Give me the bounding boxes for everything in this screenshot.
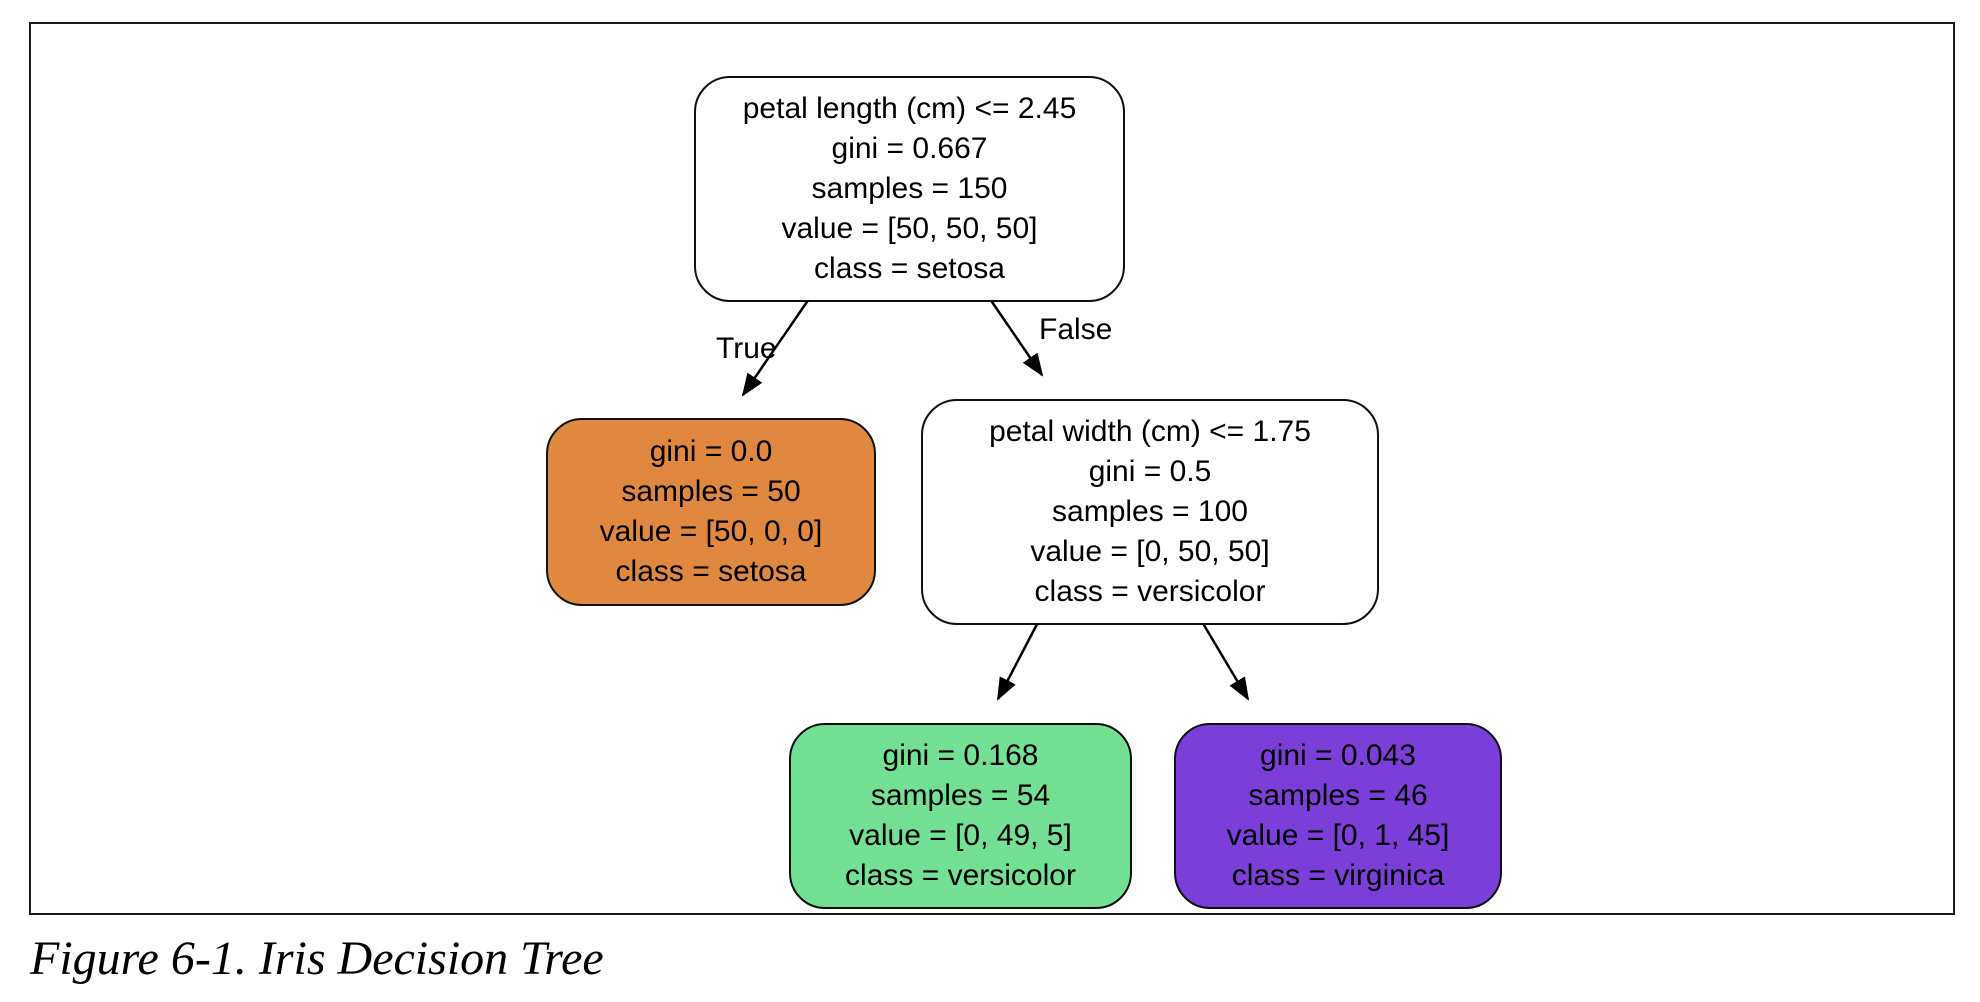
node-class: class = versicolor [1034, 575, 1266, 608]
edge-label-false: False [1039, 313, 1113, 346]
tree-node-root: petal length (cm) <= 2.45 gini = 0.667 s… [694, 76, 1125, 302]
node-class: class = virginica [1231, 859, 1445, 892]
node-condition: petal width (cm) <= 1.75 [989, 415, 1311, 448]
node-samples: samples = 54 [870, 779, 1051, 812]
node-value: value = [50, 0, 0] [599, 515, 823, 548]
node-value: value = [0, 50, 50] [1030, 535, 1270, 568]
node-class: class = setosa [814, 252, 1005, 285]
node-samples: samples = 46 [1248, 779, 1428, 812]
edge-label-true: True [716, 332, 777, 365]
node-class: class = setosa [615, 555, 807, 588]
node-value: value = [0, 1, 45] [1226, 819, 1450, 852]
tree-node-petal-width: petal width (cm) <= 1.75 gini = 0.5 samp… [921, 399, 1379, 625]
node-gini: gini = 0.043 [1260, 739, 1416, 772]
node-value: value = [0, 49, 5] [849, 819, 1072, 852]
node-gini: gini = 0.5 [1088, 455, 1212, 488]
tree-node-setosa-leaf: gini = 0.0 samples = 50 value = [50, 0, … [546, 418, 876, 606]
tree-node-virginica-leaf: gini = 0.043 samples = 46 value = [0, 1,… [1174, 723, 1502, 909]
node-gini: gini = 0.168 [882, 739, 1039, 772]
node-samples: samples = 150 [811, 172, 1008, 205]
node-class: class = versicolor [845, 859, 1076, 892]
figure-caption: Figure 6-1. Iris Decision Tree [30, 932, 604, 985]
tree-node-versicolor-leaf: gini = 0.168 samples = 54 value = [0, 49… [789, 723, 1132, 909]
node-gini: gini = 0.0 [649, 435, 773, 468]
node-gini: gini = 0.667 [831, 132, 988, 165]
node-condition: petal length (cm) <= 2.45 [742, 92, 1077, 125]
node-samples: samples = 50 [621, 475, 801, 508]
figure-frame: petal length (cm) <= 2.45 gini = 0.667 s… [29, 22, 1955, 915]
node-samples: samples = 100 [1052, 495, 1248, 528]
node-value: value = [50, 50, 50] [781, 212, 1038, 245]
